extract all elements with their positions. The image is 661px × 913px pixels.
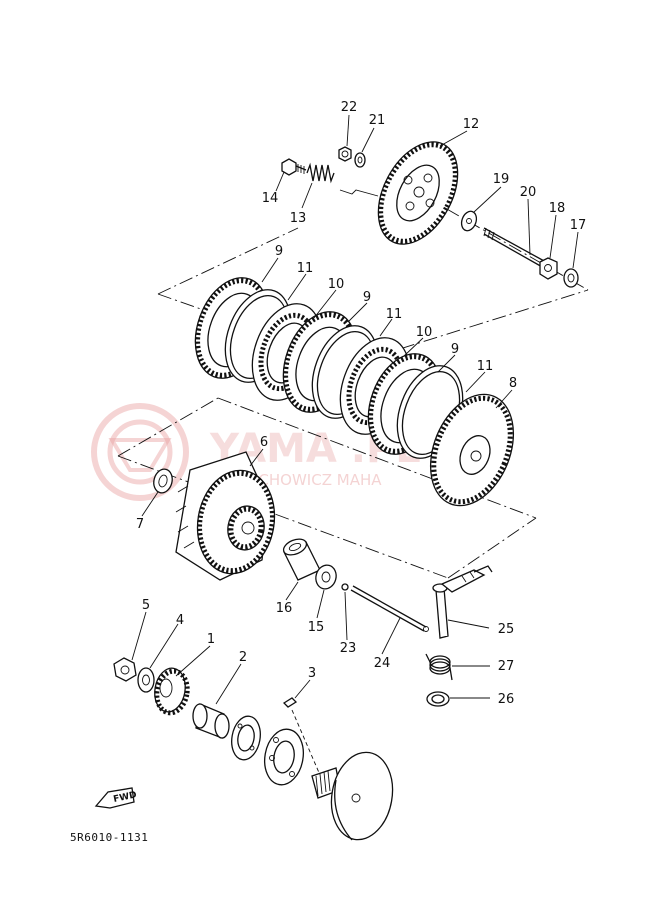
callout-10a: 10 <box>328 277 345 292</box>
fwd-arrow: FWD <box>94 787 138 809</box>
callout-numbers: 22 21 12 14 13 19 20 18 17 9 11 10 9 11 … <box>136 100 586 707</box>
part-6-clutch-housing <box>175 451 276 581</box>
part-1-primary-drive-gear <box>154 667 190 716</box>
part-23-ball <box>341 583 349 591</box>
callout-5: 5 <box>142 598 150 613</box>
part-5-nut <box>113 657 137 682</box>
callout-16: 16 <box>276 601 293 616</box>
part-18-nut <box>539 257 558 280</box>
part-14-bolt <box>281 158 307 176</box>
leader-lines <box>131 114 579 705</box>
part-16-spacer <box>282 538 321 581</box>
callout-9c: 9 <box>451 342 459 357</box>
callout-1: 1 <box>207 632 215 647</box>
callout-11b: 11 <box>386 307 403 322</box>
part-22-nut <box>338 146 352 162</box>
part-20-push-rod <box>483 227 547 269</box>
callout-11a: 11 <box>297 261 314 276</box>
callout-13: 13 <box>290 211 307 226</box>
watermark-logo <box>91 403 189 501</box>
callout-27: 27 <box>498 659 515 674</box>
part-13-spring <box>306 162 379 197</box>
callout-23: 23 <box>340 641 357 656</box>
clutch-pack-discs <box>194 277 464 459</box>
callout-25: 25 <box>498 622 515 637</box>
callout-26: 26 <box>498 692 515 707</box>
bearing-2 <box>264 728 304 786</box>
diagram-code: 5R6010-1131 <box>70 831 148 844</box>
part-8-clutch-boss <box>429 393 515 507</box>
callout-8: 8 <box>509 376 517 391</box>
callout-9b: 9 <box>363 290 371 305</box>
bearing-1 <box>231 715 261 761</box>
callout-21: 21 <box>369 113 386 128</box>
callout-17: 17 <box>570 218 587 233</box>
callout-24: 24 <box>374 656 391 671</box>
callout-9a: 9 <box>275 244 283 259</box>
part-3-key <box>282 697 321 776</box>
part-7-thrust-washer <box>153 468 173 494</box>
part-17-washer <box>563 268 579 288</box>
callout-20: 20 <box>520 185 537 200</box>
callout-2: 2 <box>239 650 247 665</box>
crankshaft <box>311 751 394 841</box>
callout-10b: 10 <box>416 325 433 340</box>
fwd-label: FWD <box>113 790 138 805</box>
part-27-spring <box>425 653 453 681</box>
part-4-washer <box>137 667 155 693</box>
watermark-tagline: MECHOWICZ MAHA <box>236 471 382 489</box>
callout-18: 18 <box>549 201 566 216</box>
part-2-collar <box>192 703 230 739</box>
part-12-pressure-plate <box>377 141 459 245</box>
callout-6: 6 <box>260 435 268 450</box>
callout-7: 7 <box>136 517 144 532</box>
part-24-push-rod <box>350 585 429 632</box>
callout-15: 15 <box>308 620 325 635</box>
part-26-oil-seal <box>426 691 450 707</box>
housing-frame <box>117 397 537 579</box>
callout-19: 19 <box>493 172 510 187</box>
callout-11c: 11 <box>477 359 494 374</box>
callout-4: 4 <box>176 613 184 628</box>
callout-3: 3 <box>308 666 316 681</box>
part-15-washer <box>315 564 337 590</box>
part-21-washer <box>354 152 366 168</box>
callout-22: 22 <box>341 100 358 115</box>
callout-14: 14 <box>262 191 279 206</box>
part-19-washer <box>460 210 478 232</box>
part-25-push-lever-axle <box>432 565 493 639</box>
callout-12: 12 <box>463 117 480 132</box>
